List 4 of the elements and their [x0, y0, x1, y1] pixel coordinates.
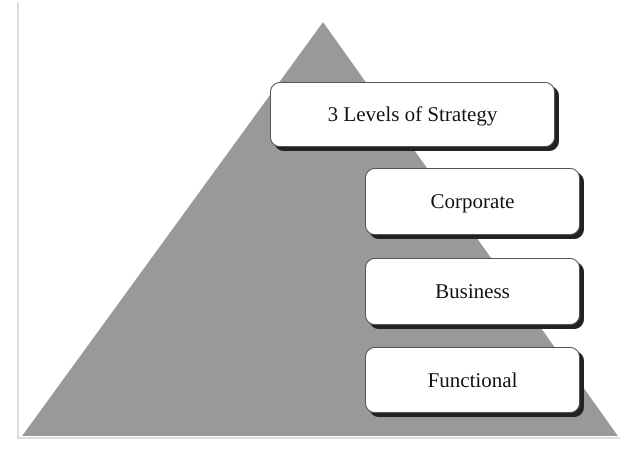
- level-label: Business: [435, 279, 510, 304]
- level-label: Corporate: [430, 189, 514, 214]
- title-text: 3 Levels of Strategy: [328, 102, 498, 127]
- level-label: Functional: [428, 368, 518, 392]
